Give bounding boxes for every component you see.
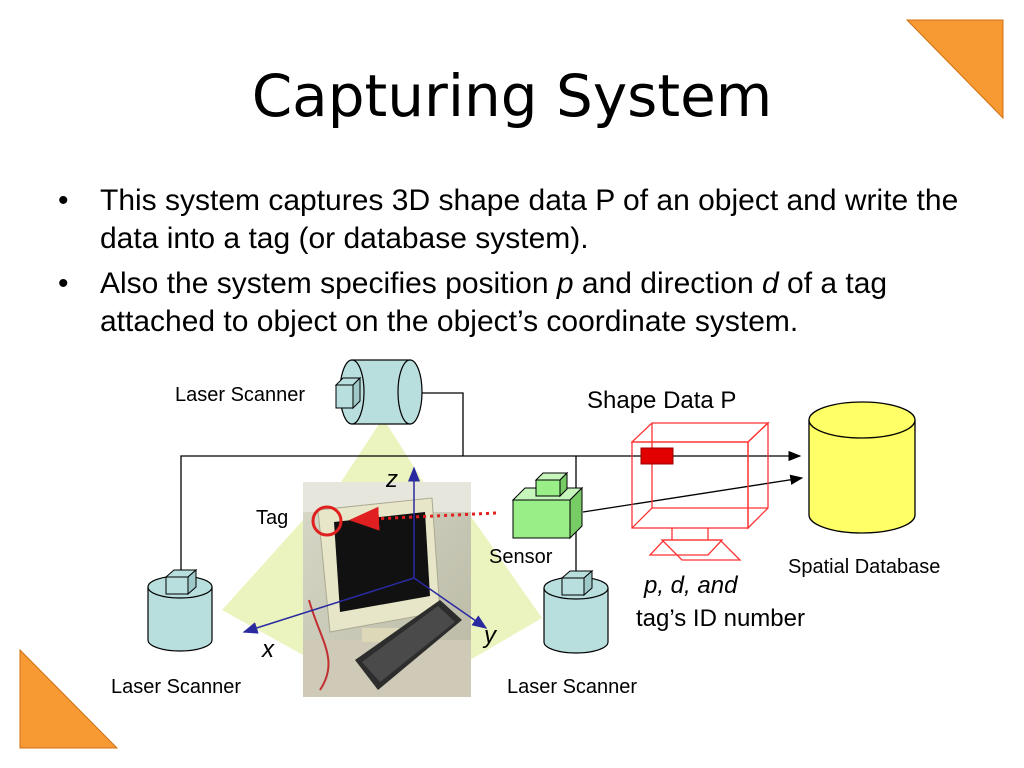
id-label: tag’s ID number [636,605,805,632]
scanner-right-label: Laser Scanner [507,676,638,698]
spatial-database [808,401,916,534]
laser-scanner-top [334,359,423,425]
bullet-list: • This system captures 3D shape data P o… [58,182,988,348]
scanner-top-label: Laser Scanner [175,384,306,406]
bullet-text-2b: and direction [573,267,763,300]
var-p: p [556,267,574,300]
line-left-scanner [180,450,802,580]
shape-data-label: Shape Data P [587,387,737,414]
bullet-dot: • [58,267,69,300]
scanner-left-label: Laser Scanner [111,676,242,698]
laser-cone-left [222,520,303,655]
axis-z-label: z [386,466,398,493]
object-photo [303,482,471,697]
bullet-text-2a: Also the system specifies position [100,267,557,300]
laser-cone-right [470,515,542,660]
axis-y-label: y [484,622,496,649]
tag-marker [311,505,343,537]
bullet-text-2c: of a tag attached to object on the objec… [100,267,888,338]
tag-label: Tag [256,507,289,529]
bullet-dot: • [58,184,69,217]
bullet-item-2: • Also the system specifies position p a… [58,265,988,341]
var-d: d [762,267,779,300]
coordinate-axes [242,466,488,634]
bullet-item-1: • This system captures 3D shape data P o… [58,182,988,258]
sensor [511,471,584,540]
shape-data-wireframe [630,421,770,561]
line-top-scanner [420,392,464,456]
laser-scanner-left [147,568,213,652]
bullet-text-1: This system captures 3D shape data P of … [100,184,959,255]
tag-on-shape [640,447,674,465]
laser-scanner-right [543,569,609,654]
axis-x-label: x [262,636,274,663]
slide-title: Capturing System [251,62,773,130]
database-label: Spatial Database [788,556,941,578]
sensor-label: Sensor [489,546,553,568]
sensor-to-tag-line [349,506,497,531]
params-label: p, d, and [644,572,738,599]
line-sensor-to-db [582,474,804,513]
